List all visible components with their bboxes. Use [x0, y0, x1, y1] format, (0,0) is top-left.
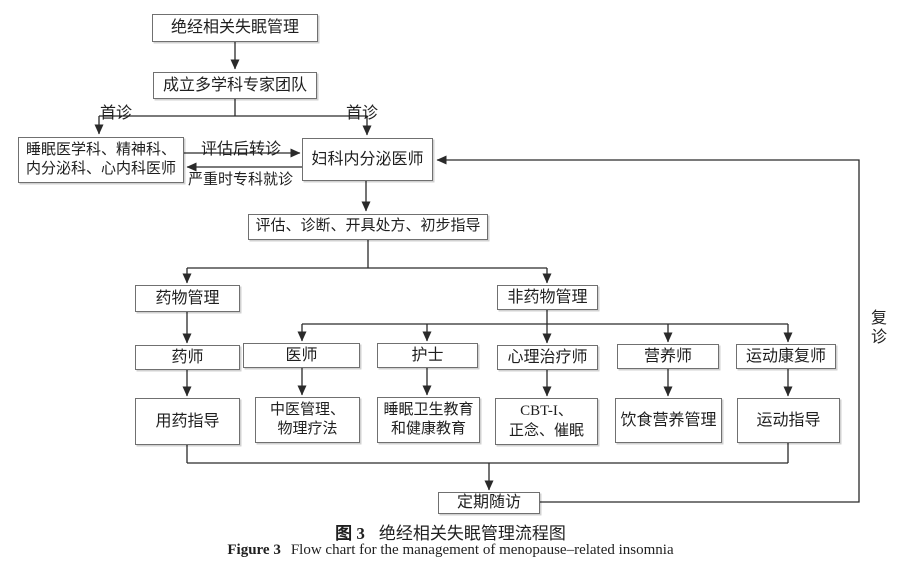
node-psychotherapist: 心理治疗师: [497, 345, 598, 370]
edge-team-to-firstvisit-split: [99, 99, 367, 117]
node-nurse: 护士: [377, 343, 478, 368]
node-medication-guidance: 用药指导: [135, 398, 240, 445]
node-diet-mgmt: 饮食营养管理: [615, 398, 722, 443]
caption-en: Figure 3 Flow chart for the management of…: [0, 542, 901, 559]
node-drug-mgmt: 药物管理: [135, 285, 240, 312]
node-dietitian: 营养师: [617, 344, 719, 369]
edge-followup-return: [436, 155, 860, 503]
node-team: 成立多学科专家团队: [153, 72, 317, 99]
edge-eval-split: [187, 240, 547, 269]
label-return-visit: 复诊: [868, 309, 885, 347]
node-pharmacist: 药师: [135, 345, 240, 370]
label-severe: 严重时专科就诊: [188, 172, 294, 188]
node-followup: 定期随访: [438, 492, 540, 514]
node-evaluation: 评估、诊断、开具处方、初步指导: [248, 214, 488, 240]
node-exercise-therapist: 运动康复师: [736, 344, 836, 369]
node-nondrug-mgmt: 非药物管理: [497, 285, 598, 310]
node-gyn: 妇科内分泌医师: [302, 138, 433, 181]
node-sleep-dept: 睡眠医学科、精神科、 内分泌科、心内科医师: [18, 137, 184, 183]
node-exercise-guidance: 运动指导: [737, 398, 840, 443]
edge-nondrug-split: [302, 310, 788, 325]
caption-zh-label: 图 3: [335, 524, 365, 543]
caption-zh-text: 绝经相关失眠管理流程图: [378, 524, 566, 543]
caption-en-text: Flow chart for the management of menopau…: [290, 542, 674, 558]
edge-collector: [186, 443, 789, 464]
label-first-visit-left: 首诊: [100, 105, 133, 122]
caption-zh: 图 3 绝经相关失眠管理流程图: [0, 519, 901, 544]
caption-en-label: Figure 3: [227, 542, 281, 558]
node-title: 绝经相关失眠管理: [152, 14, 318, 42]
label-referral: 评估后转诊: [201, 141, 282, 158]
node-tcm-physio: 中医管理、 物理疗法: [255, 397, 360, 443]
node-physician: 医师: [243, 343, 360, 368]
node-cbt: CBT-I、 正念、催眠: [495, 398, 598, 445]
label-first-visit-right: 首诊: [346, 105, 379, 122]
node-sleep-health-edu: 睡眠卫生教育 和健康教育: [377, 397, 480, 443]
